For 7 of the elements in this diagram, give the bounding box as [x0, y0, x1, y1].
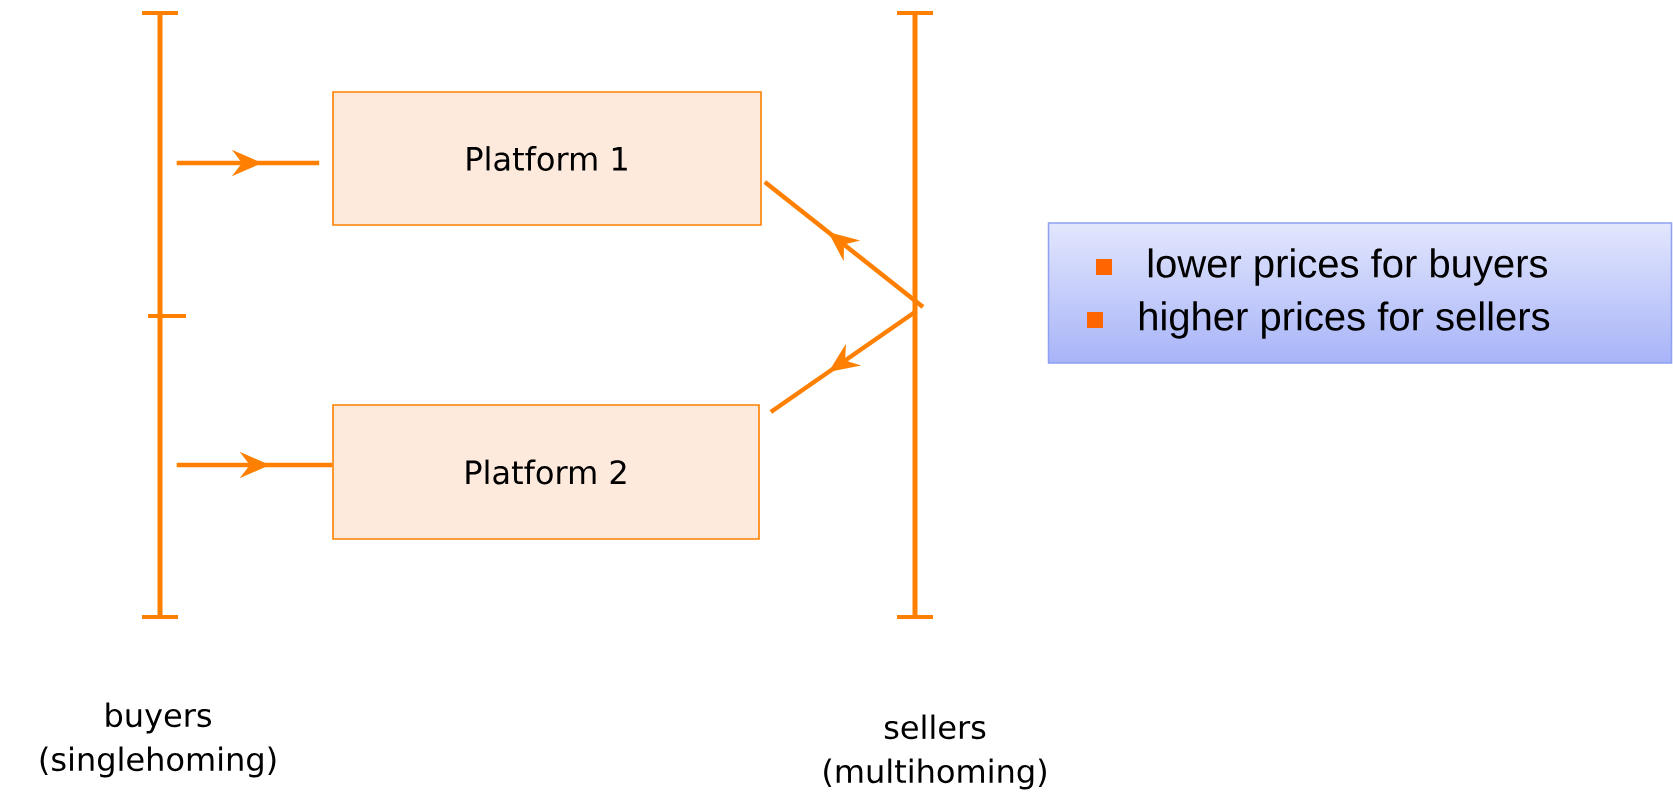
bullet-text: lower prices for buyers	[1148, 248, 1548, 286]
platform-box: Platform 2	[332, 404, 760, 540]
arrow	[763, 180, 925, 309]
platform-box: Platform 1	[332, 91, 762, 226]
bullet-text: higher prices for sellers	[1140, 301, 1550, 339]
bar-label: sellers (multihoming)	[824, 714, 1046, 790]
bar-label: buyers (singlehoming)	[40, 702, 276, 778]
